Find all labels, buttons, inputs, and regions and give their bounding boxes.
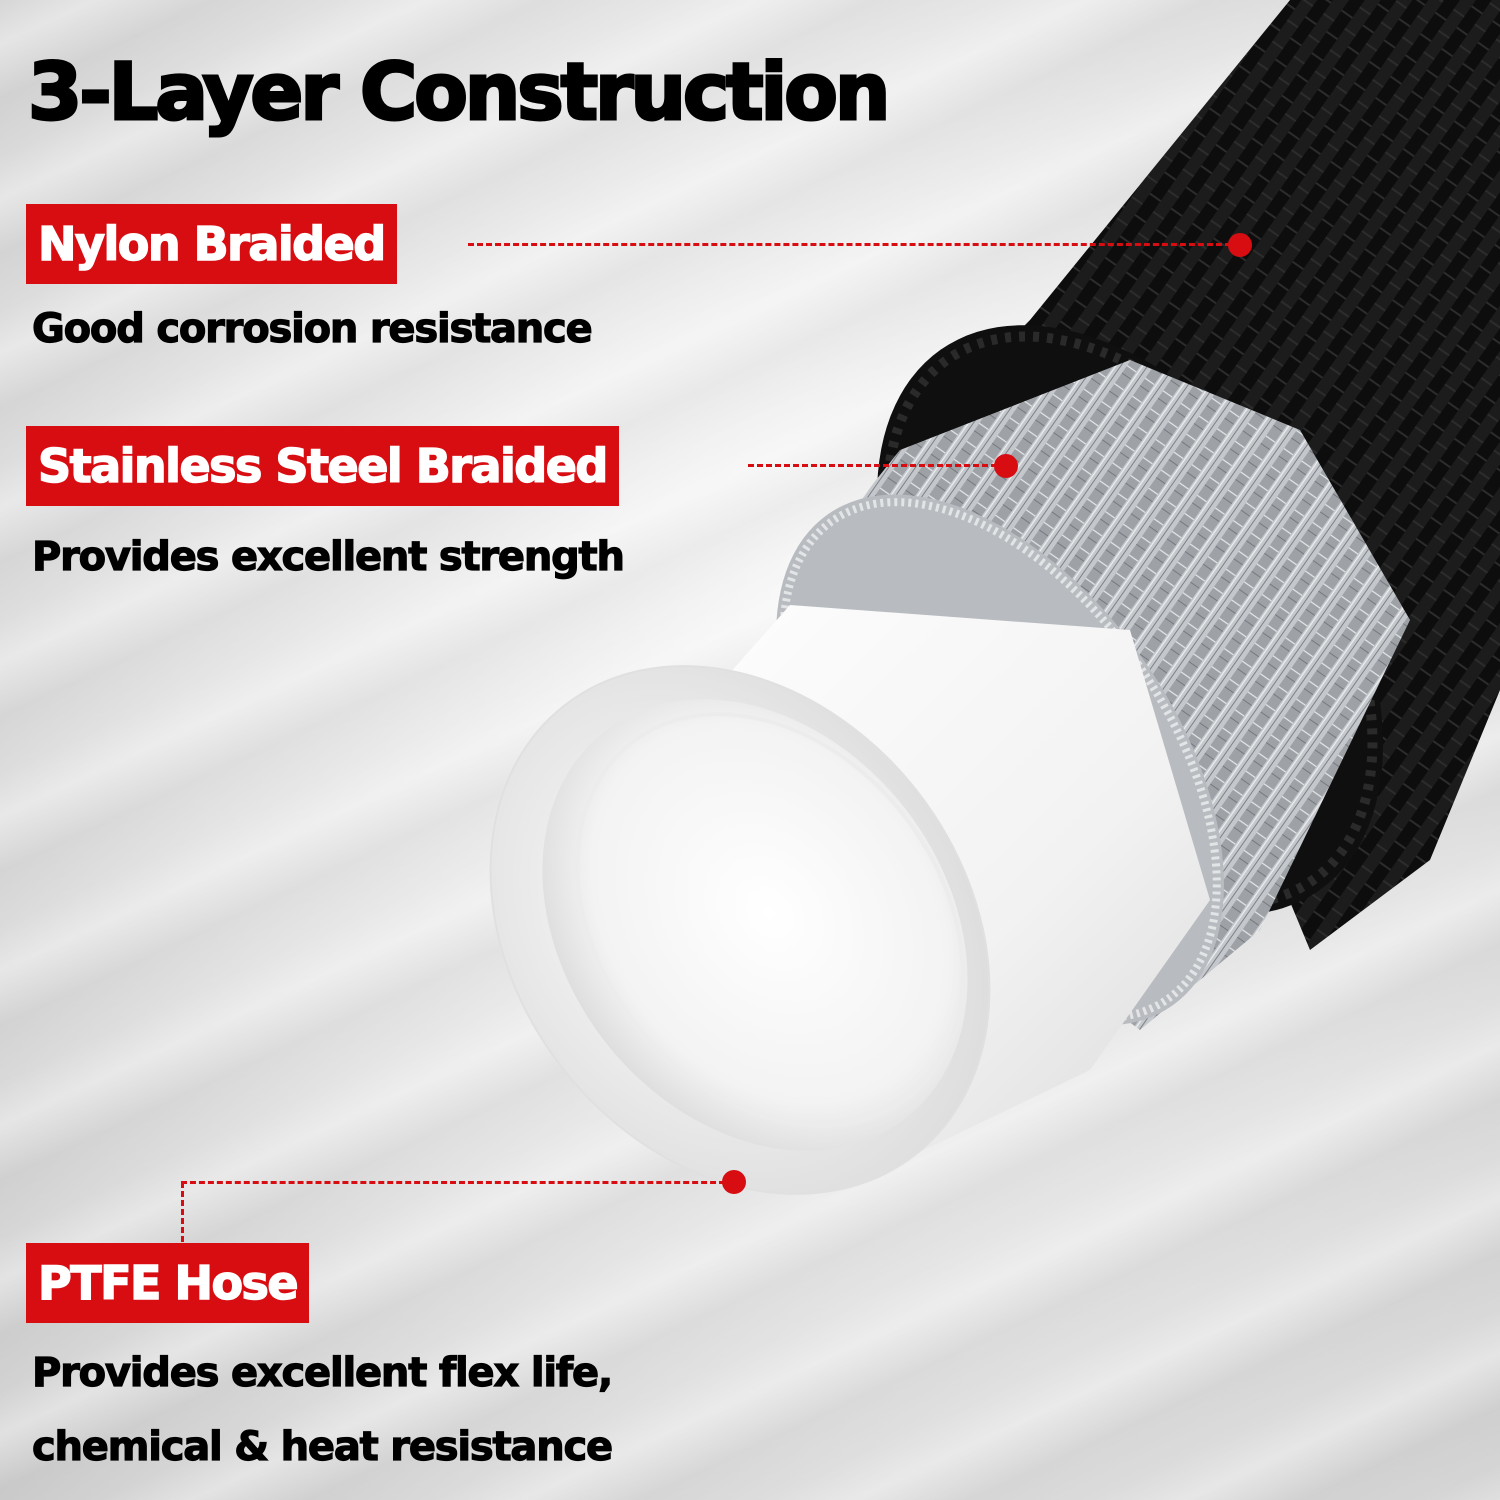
page-title: 3-Layer Construction [26, 47, 891, 140]
leader-line-steel [748, 464, 1006, 467]
layer-label-nylon: Nylon Braided [26, 204, 397, 284]
marker-dot-ptfe [722, 1170, 746, 1194]
leader-line-ptfe [181, 1181, 734, 1184]
leader-line-nylon [468, 243, 1240, 246]
layer-description-steel: Provides excellent strength [31, 533, 625, 580]
layer-label-steel: Stainless Steel Braided [26, 426, 619, 506]
marker-dot-nylon [1228, 233, 1252, 257]
layer-description-ptfe-line-2: chemical & heat resistance [31, 1423, 613, 1470]
layer-description-ptfe-line-1: Provides excellent flex life, [31, 1349, 613, 1396]
marker-dot-steel [994, 454, 1018, 478]
leader-line-ptfe-vertical [181, 1182, 184, 1242]
ptfe-hose-layer [489, 605, 1210, 1200]
layer-description-nylon: Good corrosion resistance [31, 305, 593, 352]
layer-label-ptfe: PTFE Hose [26, 1243, 310, 1323]
